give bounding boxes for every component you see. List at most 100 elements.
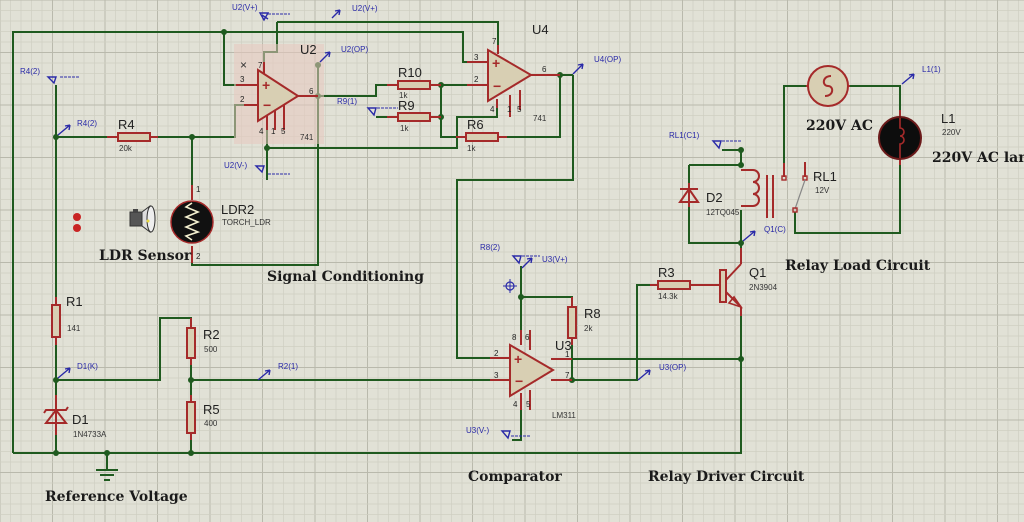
r6-ref: R6 (467, 117, 484, 132)
probe-u4-op[interactable]: U4(OP) (572, 55, 621, 75)
section-label-relay-load: Relay Load Circuit (785, 258, 931, 274)
interactive-toggle-icon[interactable] (73, 213, 81, 232)
crosshair-marker-icon (503, 279, 517, 293)
u4-pin-6: 6 (542, 65, 547, 74)
zener-diode-d1[interactable]: D1 1N4733A (43, 395, 107, 439)
d1-value: 1N4733A (73, 430, 107, 439)
probe-u2-vp-b[interactable]: U2(V+) (331, 4, 378, 19)
opamp-u2[interactable]: + − 3 2 7 4 1 5 6 × U2 741 (234, 42, 324, 144)
svg-text:−: − (263, 97, 271, 113)
relay-rl1[interactable]: RL1 12V (741, 162, 837, 218)
u4-pin-2: 2 (474, 75, 479, 84)
probe-label: U3(V+) (542, 255, 568, 264)
probe-l1-1[interactable]: L1(1) (901, 65, 941, 85)
resistor-r1[interactable]: R1 141 (51, 294, 83, 345)
u2-pin-4: 4 (259, 127, 264, 136)
probe-label: U2(V+) (352, 4, 378, 13)
u3-value: LM311 (552, 411, 576, 420)
svg-text:−: − (493, 78, 501, 94)
probe-label: R2(1) (278, 362, 298, 371)
probe-u2-op[interactable]: U2(OP) (319, 45, 368, 63)
probe-label: U3(V-) (466, 426, 489, 435)
section-label-signal-conditioning: Signal Conditioning (267, 269, 424, 285)
u4-pin-5: 5 (517, 105, 522, 114)
probe-u2-vn[interactable]: U2(V-) (224, 161, 290, 175)
resistor-r10[interactable]: R10 1k (387, 65, 441, 100)
probe-d1-k[interactable]: D1(K) (57, 362, 98, 379)
u4-ref: U4 (532, 22, 549, 37)
u3-pin-4: 4 (513, 400, 518, 409)
ldr2-pin-1: 1 (196, 185, 201, 194)
r8-value: 2k (584, 324, 593, 333)
u3-pin-6: 6 (525, 333, 530, 342)
svg-text:+: + (262, 77, 270, 93)
probe-u2-vp-a[interactable]: U2(V+) (232, 3, 290, 22)
r5-ref: R5 (203, 402, 220, 417)
r9-ref: R9 (398, 98, 415, 113)
u4-pin-7: 7 (492, 37, 497, 46)
resistor-r8[interactable]: R8 2k (567, 297, 601, 345)
u4-value: 741 (533, 114, 547, 123)
probe-r8-2[interactable]: R8(2) (480, 243, 522, 265)
probe-u3-vp[interactable]: U3(V+) (521, 255, 568, 269)
l1-value: 220V (942, 128, 961, 137)
q1-ref: Q1 (749, 265, 766, 280)
probe-label: U2(V+) (232, 3, 258, 12)
r10-value: 1k (399, 91, 408, 100)
probe-r9-1[interactable]: R9(1) (337, 97, 398, 117)
ac-source-220v[interactable] (806, 65, 850, 107)
u2-pin-2: 2 (240, 95, 245, 104)
section-label-relay-driver: Relay Driver Circuit (648, 469, 805, 485)
u2-pin-3: 3 (240, 75, 245, 84)
probe-label: D1(K) (77, 362, 98, 371)
probe-u3-vn[interactable]: U3(V-) (466, 426, 530, 440)
probe-r2-1[interactable]: R2(1) (257, 362, 298, 381)
l1-ref: L1 (941, 111, 955, 126)
resistor-r3[interactable]: R3 14.3k (650, 265, 720, 301)
opamp-u4[interactable]: + − 3 2 7 4 1 5 6 U4 741 (467, 22, 560, 123)
resistor-r6[interactable]: R6 1k (456, 117, 507, 153)
r3-ref: R3 (658, 265, 675, 280)
r5-value: 400 (204, 419, 218, 428)
u4-pin-4: 4 (490, 105, 495, 114)
probe-label: R4(2) (20, 67, 40, 76)
torch-icon[interactable] (129, 205, 156, 233)
svg-text:+: + (492, 55, 500, 71)
probe-r4-2-a[interactable]: R4(2) (20, 67, 80, 85)
resistor-r4[interactable]: R4 20k (107, 117, 158, 153)
ground-symbol-icon (96, 469, 118, 481)
probe-label: R4(2) (77, 119, 97, 128)
ldr2-ref: LDR2 (221, 202, 254, 217)
u2-pin-1: 1 (271, 127, 276, 136)
r6-value: 1k (467, 144, 476, 153)
probe-u3-op[interactable]: U3(OP) (637, 363, 686, 381)
comparator-u3[interactable]: + − 2 3 1 7 8 6 4 5 U3 LM311 (490, 330, 576, 420)
lamp-l1[interactable]: L1 220V (878, 110, 961, 165)
svg-text:−: − (515, 373, 523, 389)
resistor-r5[interactable]: R5 400 (186, 395, 220, 440)
ldr2-pin-2: 2 (196, 252, 201, 261)
probes: U2(V+) U2(V+) U2(OP) U2(V-) R4(2) R4(2) … (20, 3, 941, 440)
section-label-reference-voltage: Reference Voltage (45, 489, 188, 505)
probe-r4-2-b[interactable]: R4(2) (57, 119, 97, 136)
r4-ref: R4 (118, 117, 135, 132)
transistor-q1[interactable]: Q1 2N3904 (719, 248, 778, 316)
diode-d2[interactable]: D2 12TQ045 (678, 183, 740, 217)
probe-label: R9(1) (337, 97, 357, 106)
q1-value: 2N3904 (749, 283, 778, 292)
resistor-r9[interactable]: R9 1k (387, 98, 441, 133)
probe-q1-c[interactable]: Q1(C) (742, 225, 786, 242)
u2-pin-7: 7 (258, 61, 263, 70)
probe-label: U3(OP) (659, 363, 686, 372)
r2-ref: R2 (203, 327, 220, 342)
probe-rl1-c1[interactable]: RL1(C1) (669, 131, 742, 150)
u2-value: 741 (300, 133, 314, 142)
r2-value: 500 (204, 345, 218, 354)
u3-pin-8: 8 (512, 333, 517, 342)
section-label-comparator: Comparator (468, 469, 562, 485)
probe-label: RL1(C1) (669, 131, 700, 140)
resistor-r2[interactable]: R2 500 (186, 318, 220, 365)
d1-ref: D1 (72, 412, 89, 427)
ldr-sensor-ldr2[interactable]: 1 2 LDR2 TORCH_LDR (170, 185, 271, 263)
